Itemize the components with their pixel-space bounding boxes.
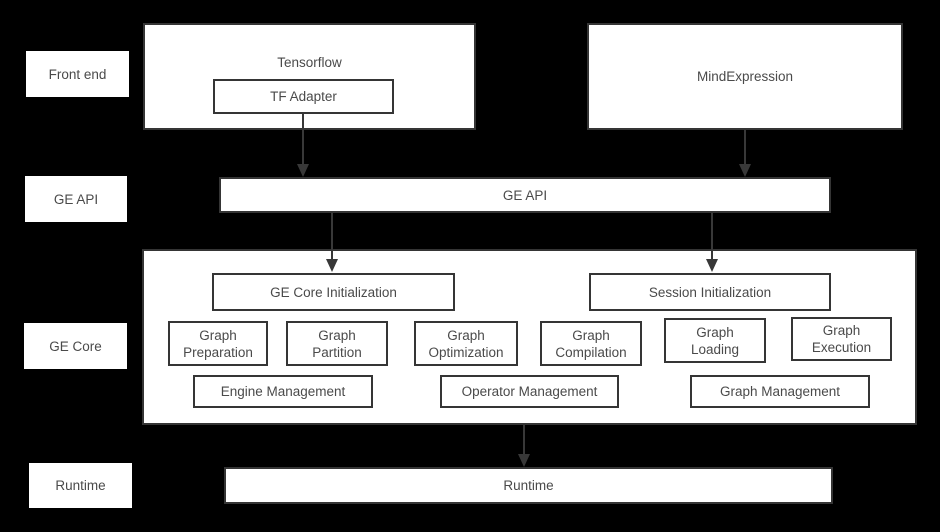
arrow-down-icon [706,259,718,272]
arrow-shaft [302,114,304,165]
tensorflow-label: Tensorflow [277,55,342,70]
side-label-front-end: Front end [26,51,129,97]
arrow-shaft [331,213,333,260]
graph-preparation-label: Graph Preparation [183,327,253,360]
graph-execution-label: Graph Execution [811,323,872,355]
arrow-shaft [711,213,713,260]
ge-api-bar: GE API [219,177,831,213]
graph-execution-box: Graph Execution [791,317,892,361]
arrow-down-icon [518,454,530,467]
graph-optimization-box: Graph Optimization [414,321,518,366]
arrow-ge-api-to-ge-core-init [326,213,338,272]
arrow-shaft [523,425,525,455]
graph-partition-label: Graph Partition [312,327,362,360]
tf-adapter-box: TF Adapter [213,79,394,114]
side-label-runtime: Runtime [29,463,132,508]
runtime-bar: Runtime [224,467,833,504]
mind-expression-box: MindExpression [587,23,903,130]
graph-compilation-label: Graph Compilation [555,327,627,360]
side-label-ge-api: GE API [25,176,127,222]
graph-loading-box: Graph Loading [664,318,766,363]
graph-management-box: Graph Management [690,375,870,408]
arrow-shaft [744,130,746,165]
graph-compilation-box: Graph Compilation [540,321,642,366]
ge-core-initialization-box: GE Core Initialization [212,273,455,311]
graph-optimization-label: Graph Optimization [428,327,504,360]
graph-loading-label: Graph Loading [690,324,740,357]
arrow-down-icon [326,259,338,272]
arrow-mind-expression-to-ge-api [739,130,751,177]
engine-management-box: Engine Management [193,375,373,408]
arrow-down-icon [297,164,309,177]
arrow-ge-api-to-session-init [706,213,718,272]
arrow-tf-adapter-to-ge-api [297,114,309,177]
operator-management-box: Operator Management [440,375,619,408]
arrow-ge-core-to-runtime [518,425,530,467]
graph-preparation-box: Graph Preparation [168,321,268,366]
arrow-down-icon [739,164,751,177]
side-label-ge-core: GE Core [24,323,127,369]
session-initialization-box: Session Initialization [589,273,831,311]
graph-partition-box: Graph Partition [286,321,388,366]
